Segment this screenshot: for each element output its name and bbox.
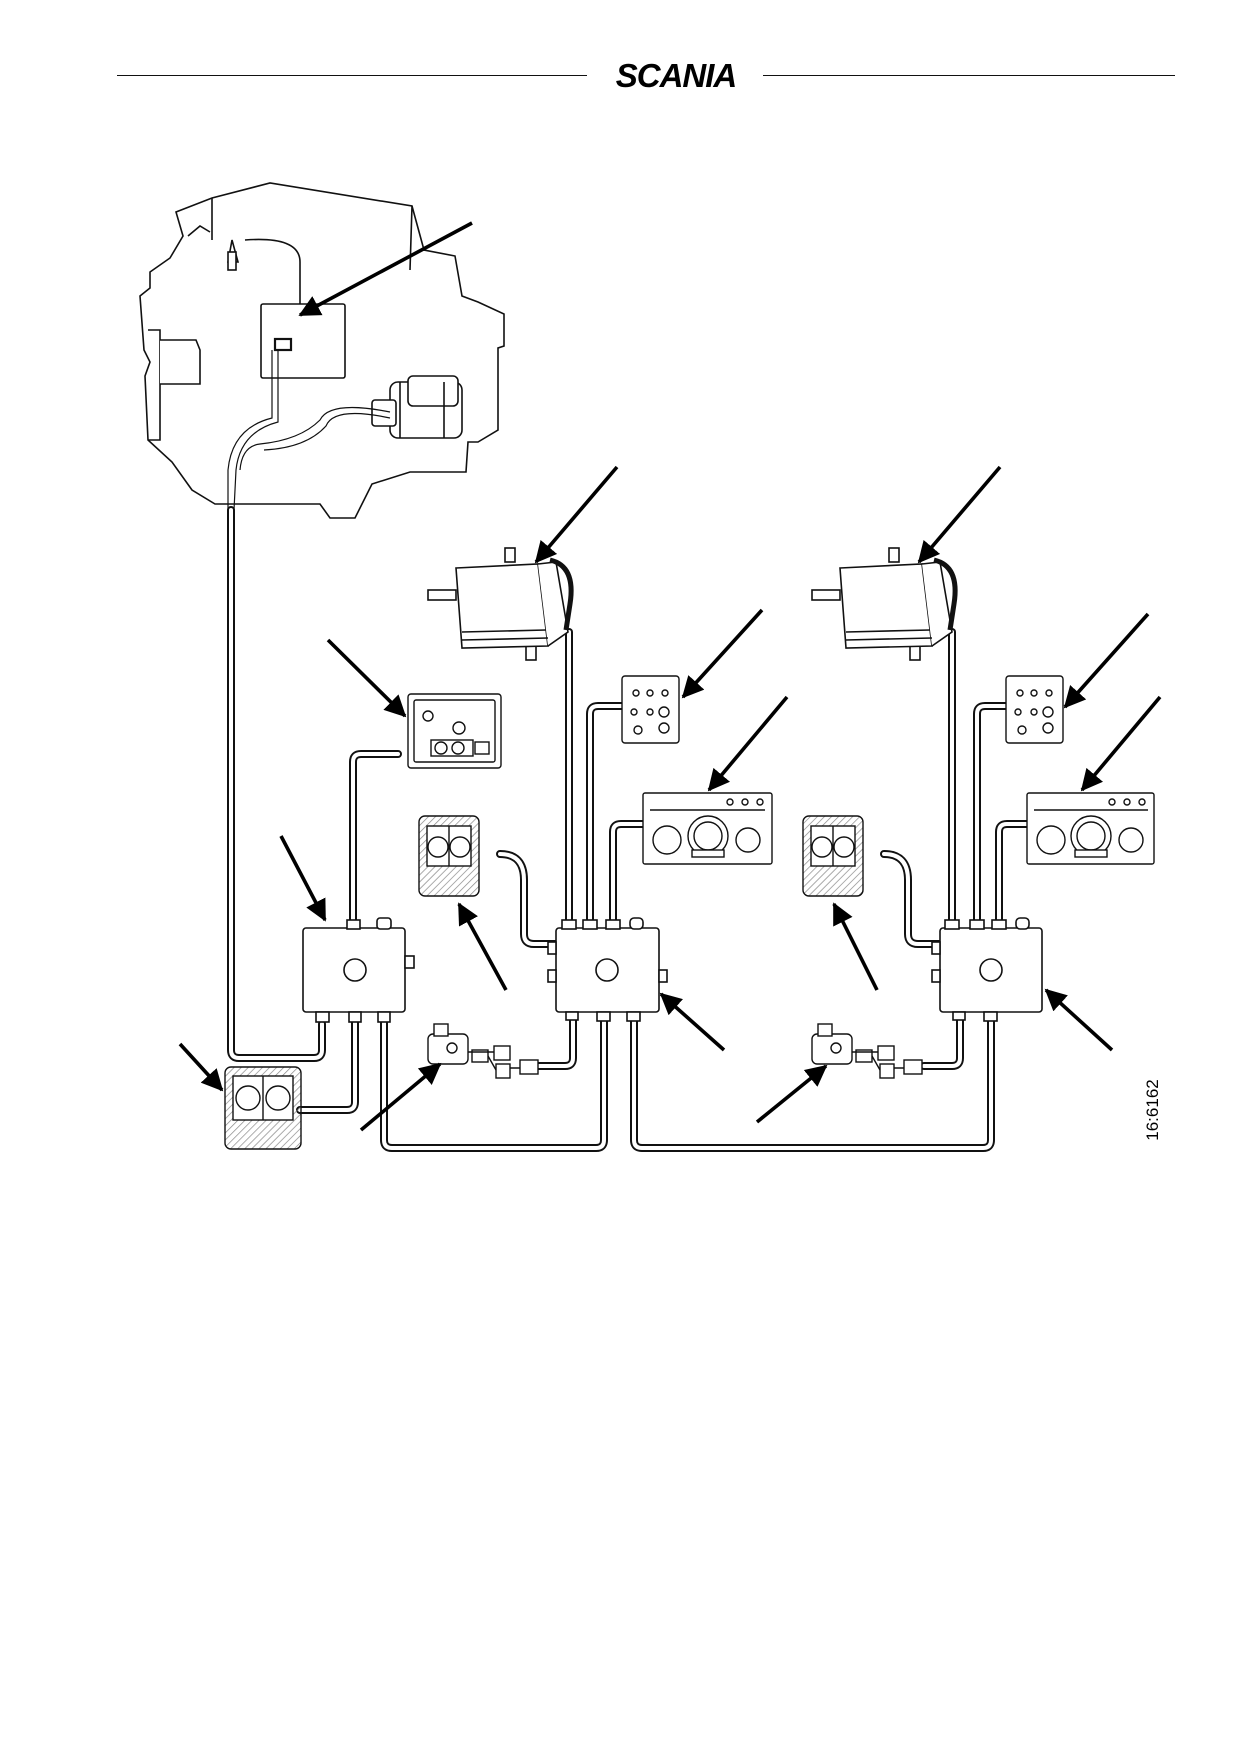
arrow-instrument-panel-2 [1080, 695, 1162, 792]
header-rule-right [763, 75, 1175, 76]
main-control-panel [407, 693, 502, 769]
instrument-panel-1 [642, 792, 773, 865]
start-stop-panel-1 [621, 675, 680, 744]
control-unit-2 [811, 547, 958, 661]
arrow-sensor-assembly-2 [755, 1064, 828, 1124]
figure-reference: 16:6162 [1138, 1070, 1168, 1150]
starter-motor [371, 375, 463, 439]
gauge-panel-main [224, 1066, 302, 1150]
arrow-gauge-panel-main [178, 1042, 224, 1092]
arrow-junction-box-1 [659, 992, 726, 1052]
main-junction-box [302, 917, 415, 1023]
sensor-assembly-1 [427, 1023, 539, 1079]
junction-box-2 [931, 917, 1043, 1022]
junction-box-1 [547, 917, 668, 1022]
sensor-assembly-2 [811, 1023, 923, 1079]
arrow-control-unit-1 [534, 465, 619, 564]
header-rule-left [117, 75, 587, 76]
control-unit-1 [427, 547, 574, 661]
arrow-engine-control-unit [298, 221, 473, 317]
brand-logo: SCANIA [615, 57, 738, 94]
instrument-panel-2 [1026, 792, 1155, 865]
gauge-panel-2 [802, 815, 864, 897]
arrow-gauge-panel-1 [457, 902, 508, 991]
arrow-control-unit-2 [917, 465, 1002, 564]
arrow-instrument-panel-1 [707, 695, 789, 792]
arrow-main-control-panel [326, 638, 407, 718]
gauge-panel-1 [418, 815, 480, 897]
arrow-start-stop-panel-1 [681, 608, 764, 699]
cables-inner [229, 508, 1029, 1150]
start-stop-panel-2 [1005, 675, 1064, 744]
figure-reference-label: 16:6162 [1143, 1079, 1162, 1141]
arrow-junction-box-2 [1044, 988, 1114, 1052]
callout-arrows [178, 221, 1162, 1132]
arrow-main-junction-box [279, 835, 327, 922]
arrow-start-stop-panel-2 [1063, 612, 1150, 709]
arrow-sensor-assembly-1 [359, 1062, 442, 1132]
engine-harness [227, 350, 391, 511]
arrow-gauge-panel-2 [832, 902, 879, 991]
